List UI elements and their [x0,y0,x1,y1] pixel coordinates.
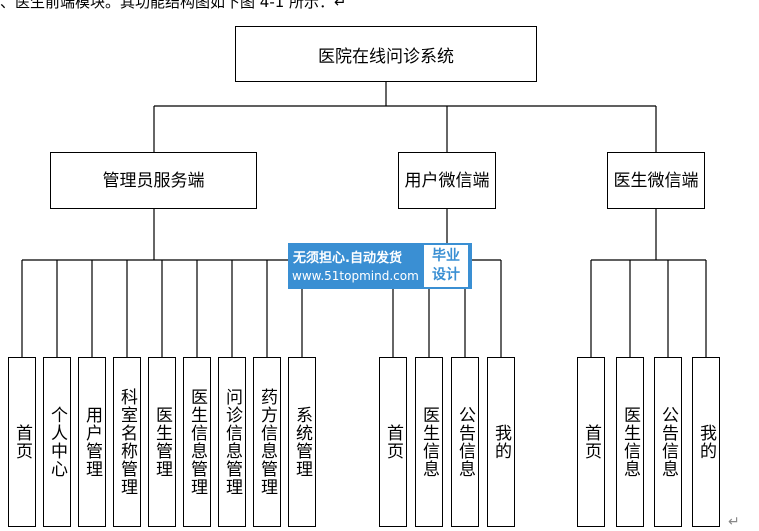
branch-admin-label: 管理员服务端 [102,170,205,191]
branch-admin: 管理员服务端 [50,152,257,209]
branch-doctor-wechat-label: 医生微信端 [613,170,699,191]
branch-user-wechat-label: 用户微信端 [404,170,490,191]
root-node: 医院在线问诊系统 [235,26,537,82]
watermark-banner: 无须担心.自动发货 www.51topmind.com 毕业 设计 [288,243,472,289]
header-caption: 、医生前端模块。其功能结构图如下图 4-1 所示：↵ [0,0,347,11]
leaf-admin-doctor-management: 医生管理 [148,357,176,527]
branch-doctor-wechat: 医生微信端 [607,152,705,209]
leaf-user-home: 首页 [379,357,407,527]
leaf-admin-system-management: 系统管理 [288,357,316,527]
leaf-doctor-mine: 我的 [692,357,720,527]
leaf-user-doctor-info: 医生信息 [415,357,443,527]
watermark-url: www.51topmind.com [292,269,419,283]
leaf-doctor-announcements: 公告信息 [654,357,682,527]
paragraph-return-icon: ↵ [728,514,740,530]
leaf-doctor-doctor-info: 医生信息 [616,357,644,527]
leaf-admin-prescription-management: 药方信息管理 [253,357,281,527]
branch-user-wechat: 用户微信端 [398,152,496,209]
leaf-admin-department-management: 科室名称管理 [113,357,141,527]
leaf-user-announcements: 公告信息 [451,357,479,527]
root-node-label: 医院在线问诊系统 [318,46,454,67]
leaf-doctor-home: 首页 [577,357,605,527]
leaf-admin-home: 首页 [8,357,36,527]
leaf-admin-user-management: 用户管理 [78,357,106,527]
leaf-admin-personal-center: 个人中心 [43,357,71,527]
watermark-badge: 毕业 设计 [424,245,468,287]
leaf-admin-consultation-management: 问诊信息管理 [218,357,246,527]
leaf-user-mine: 我的 [487,357,515,527]
leaf-admin-doctor-info-management: 医生信息管理 [183,357,211,527]
watermark-line1: 无须担心.自动发货 [293,251,402,266]
